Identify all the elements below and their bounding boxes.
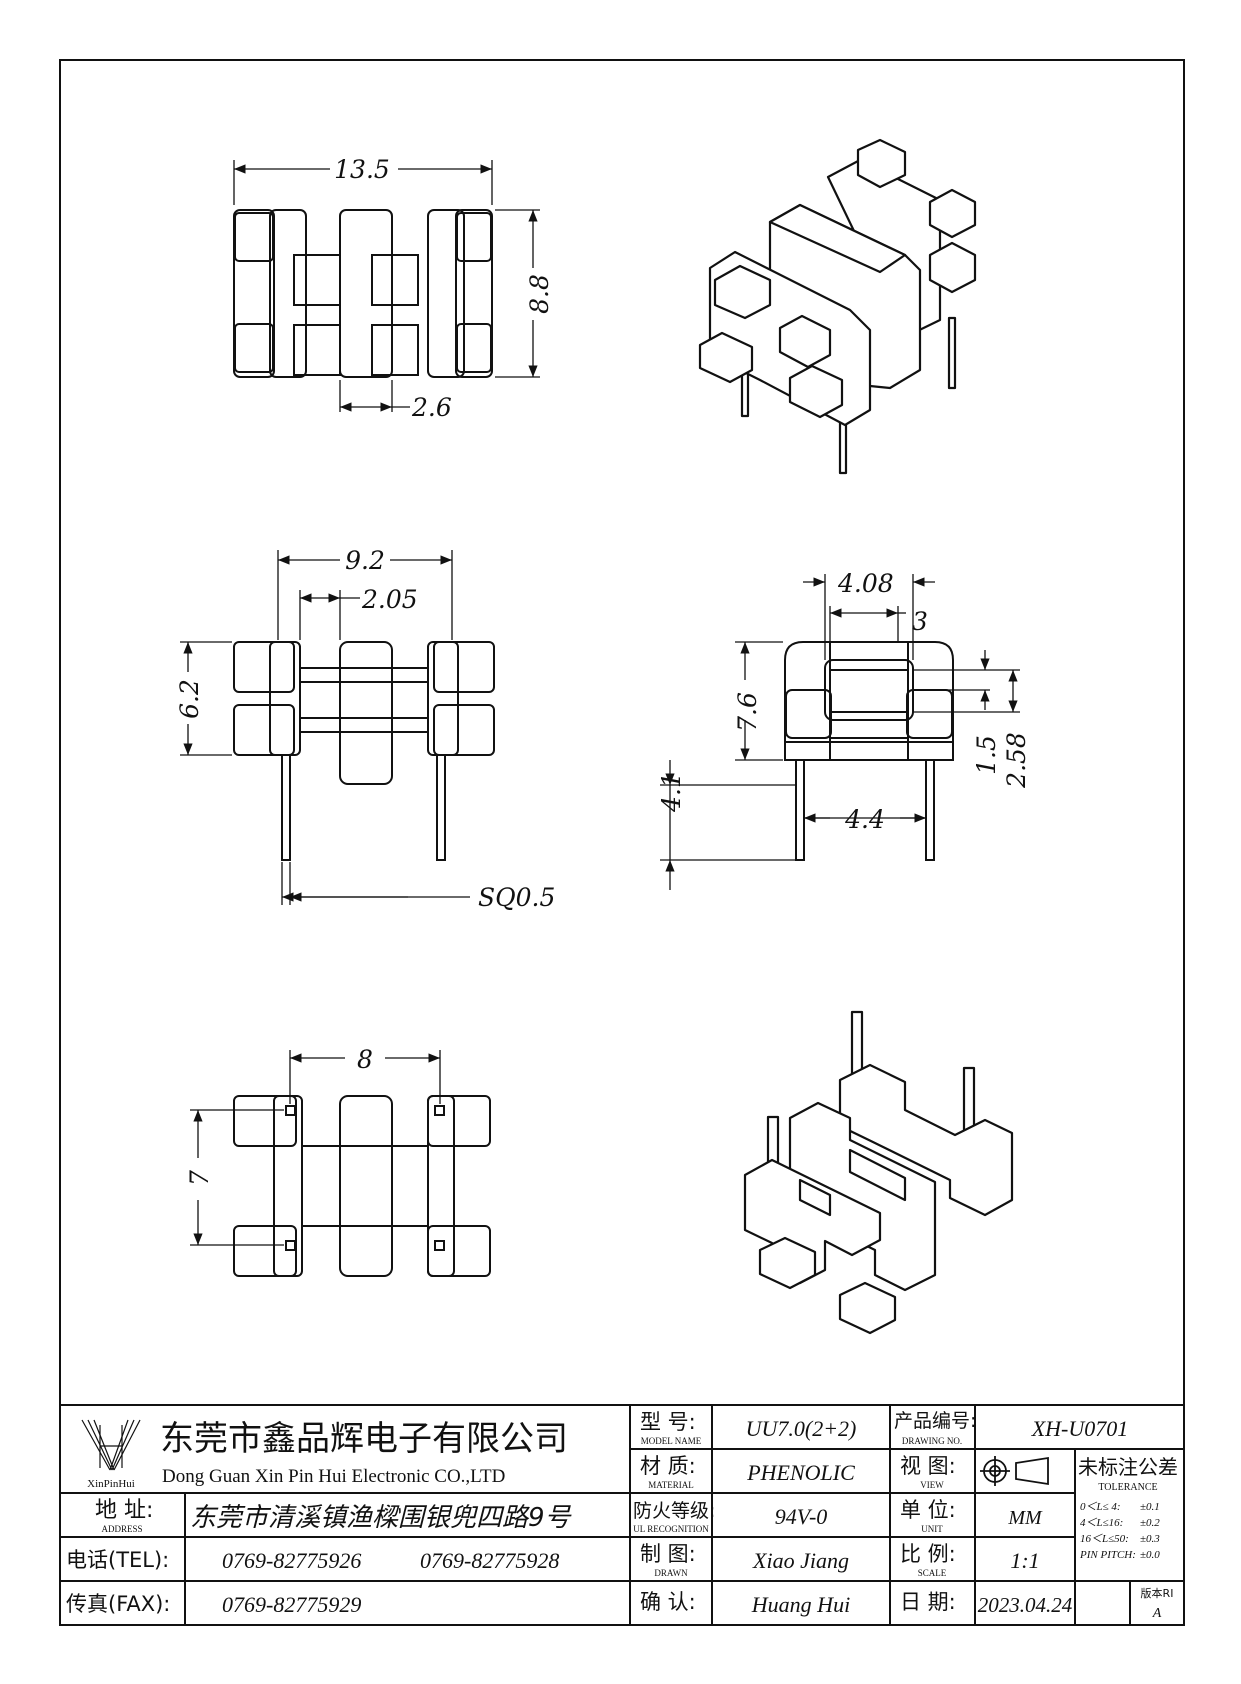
tolerance-value: ±0.0 [1140,1549,1160,1561]
model-label-en: MODEL NAME [641,1436,702,1446]
drawn-value: Xiao Jiang [752,1548,849,1573]
material-label-en: MATERIAL [648,1480,694,1490]
side-view [784,641,954,861]
tolerance-value: ±0.1 [1140,1501,1160,1513]
company-name-en: Dong Guan Xin Pin Hui Electronic CO.,LTD [162,1466,505,1487]
tolerance-range: 16＜L≤50: [1080,1533,1129,1545]
address-label-en: ADDRESS [101,1524,142,1534]
revision-label: 版本RI [1141,1586,1174,1600]
material-value: PHENOLIC [746,1460,855,1485]
scale-label-en: SCALE [918,1568,947,1578]
dim-top-height: 8.8 [525,274,554,314]
front-view [233,641,495,861]
address-value: 东莞市清溪镇渔樑围银兜四路9号 [190,1503,573,1533]
drawing-no-label-en: DRAWING NO. [902,1436,962,1446]
dim-front-width: 9.2 [345,546,385,575]
unit-label: 单 位: [900,1498,956,1522]
drawn-label-en: DRAWN [654,1568,688,1578]
top-view-dims [233,160,540,412]
dim-side-b: 2.58 [1002,732,1031,789]
company-logo [81,1419,141,1471]
tolerance-range: PIN PITCH: [1079,1549,1136,1561]
tel-2: 0769-82775928 [420,1548,559,1573]
bottom-view [233,1095,491,1277]
fax-value: 0769-82775929 [222,1592,361,1617]
material-label: 材 质: [640,1454,696,1478]
model-label: 型 号: [640,1410,696,1434]
dim-side-pin-length: 4.1 [657,772,686,813]
iso-view-bottom [743,1010,1014,1335]
dim-side-window: 3 [912,607,928,636]
date-label: 日 期: [900,1590,956,1614]
title-block-grid [60,1404,1184,1625]
side-view-dims [660,574,1020,890]
scale-label: 比 例: [900,1542,956,1566]
address-label: 地 址: [95,1498,153,1523]
third-angle-projection-icon [980,1456,1049,1486]
drawing-no-value: XH-U0701 [1031,1416,1129,1441]
fax-label: 传真(FAX): [66,1592,170,1616]
bottom-view-dims [190,1050,441,1246]
dim-side-top: 4.08 [837,569,894,598]
front-view-dims [180,550,470,905]
dim-top-flange: 2.6 [411,393,452,422]
tolerance-title: 未标注公差 [1078,1455,1178,1479]
sheet-border [59,59,1185,1626]
confirm-label: 确 认: [640,1590,696,1614]
confirm-value: Huang Hui [751,1592,850,1617]
iso-view-top [698,138,977,475]
ul-value: 94V-0 [775,1504,828,1529]
unit-value: MM [1007,1507,1043,1529]
company-name-cn: 东莞市鑫品辉电子有限公司 [160,1419,568,1459]
revision-value: A [1152,1606,1162,1621]
ul-label: 防火等级: [633,1500,715,1522]
tolerance-title-en: TOLERANCE [1098,1482,1157,1493]
tolerance-value: ±0.2 [1140,1517,1160,1529]
view-label-en: VIEW [920,1480,944,1490]
dim-side-a: 1.5 [972,735,1001,775]
dim-pin-size: SQ0.5 [478,883,555,912]
dim-side-pin-span: 4.4 [844,805,885,834]
view-label: 视 图: [900,1454,956,1478]
tolerance-range: 4＜L≤16: [1080,1517,1123,1529]
model-value: UU7.0(2+2) [746,1416,857,1441]
tolerance-range: 0＜L≤ 4: [1080,1501,1121,1513]
dim-front-flange: 2.05 [361,585,418,614]
drawing-no-label: 产品编号: [894,1410,976,1432]
logo-text: XinPinHui [87,1478,135,1490]
tel-1: 0769-82775926 [222,1548,361,1573]
tolerance-value: ±0.3 [1140,1533,1160,1545]
top-view [233,209,493,378]
ul-label-en: UL RECOGNITION [633,1524,709,1534]
dim-front-height: 6.2 [175,679,204,719]
drawn-label: 制 图: [640,1542,696,1566]
dim-side-height: 7.6 [733,692,762,732]
scale-value: 1:1 [1010,1548,1039,1573]
tel-label: 电话(TEL): [66,1548,169,1572]
dim-top-width: 13.5 [334,155,390,184]
dim-bottom-pitch-x: 8 [357,1045,373,1074]
unit-label-en: UNIT [921,1524,943,1534]
date-value: 2023.04.24 [978,1593,1073,1617]
dim-bottom-pitch-y: 7 [185,1170,214,1186]
